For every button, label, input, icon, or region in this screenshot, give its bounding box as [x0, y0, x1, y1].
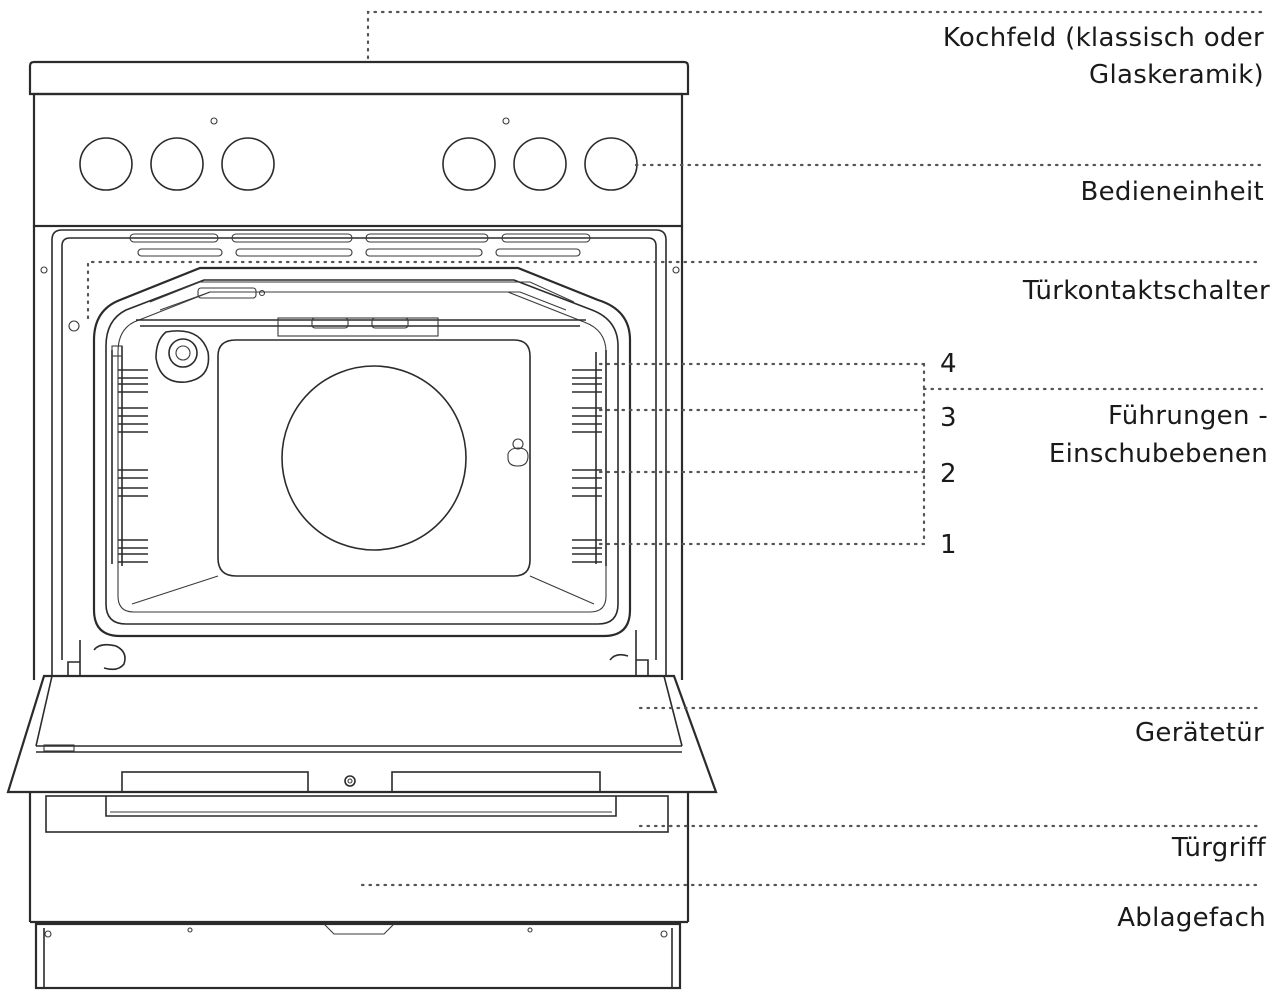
- level-number-4: 4: [940, 349, 957, 379]
- control-knob-2: [150, 137, 204, 191]
- control-knob-4: [442, 137, 496, 191]
- label-fuehrungen-line1: Führungen -: [1108, 401, 1268, 431]
- label-tuerkontaktschalter: Türkontaktschalter: [1022, 276, 1270, 306]
- cooktop: [28, 60, 690, 96]
- label-ablagefach: Ablagefach: [1117, 903, 1266, 933]
- label-tuergriff: Türgriff: [1171, 833, 1267, 863]
- level-number-2: 2: [940, 459, 957, 489]
- control-panel: [32, 92, 684, 228]
- shelf-guides: [111, 345, 607, 566]
- convection-fan-cover: [281, 365, 467, 551]
- label-kochfeld-line2: Glaskeramik): [1089, 60, 1264, 90]
- control-knob-1: [79, 137, 133, 191]
- labels: Kochfeld (klassisch oder Glaskeramik) Be…: [940, 23, 1270, 933]
- door-handle: [28, 792, 690, 922]
- leader-lines: [86, 10, 1264, 887]
- label-kochfeld-line1: Kochfeld (klassisch oder: [943, 23, 1264, 53]
- control-knob-5: [513, 137, 567, 191]
- label-fuehrungen-line2: Einschubebenen: [1049, 439, 1268, 469]
- label-geraetetuer: Gerätetür: [1135, 718, 1264, 748]
- oven-frame: [32, 226, 684, 680]
- control-knob-3: [221, 137, 275, 191]
- oven-illustration: [6, 60, 718, 990]
- storage-drawer: [30, 920, 688, 990]
- oven-door: [6, 674, 718, 794]
- level-number-1: 1: [940, 530, 957, 560]
- oven-cavity: [92, 266, 632, 638]
- level-number-3: 3: [940, 403, 957, 433]
- label-bedieneinheit: Bedieneinheit: [1080, 177, 1264, 207]
- leader-kochfeld: [366, 10, 1264, 60]
- control-knob-6: [584, 137, 638, 191]
